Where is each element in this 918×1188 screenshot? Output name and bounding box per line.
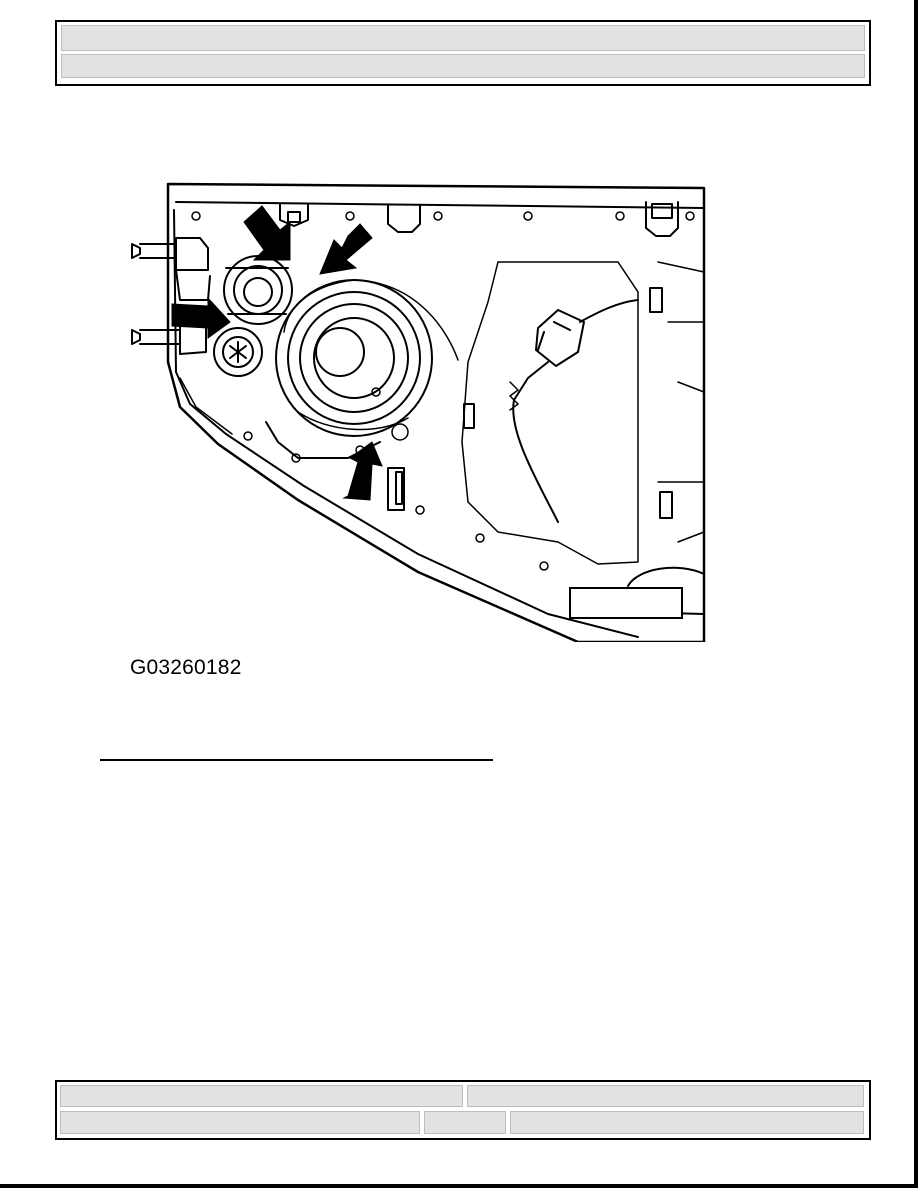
footer-cell-bottom-left: [60, 1111, 420, 1134]
callout-arrow: [342, 441, 383, 501]
figure-id: G03260182: [130, 656, 242, 679]
wiring-harness: [512, 299, 639, 523]
page-footer: [55, 1080, 871, 1140]
wiring-connector: [535, 309, 585, 367]
mount-tab: [645, 201, 679, 237]
callout-arrow: [243, 205, 291, 261]
bulb-socket-lower: [213, 327, 263, 377]
footer-cell-bottom-right: [510, 1111, 864, 1134]
mount-tab: [387, 205, 421, 233]
header-title-bar: [61, 25, 865, 51]
rear-cover-panel: [461, 261, 639, 565]
section-divider: [100, 759, 493, 761]
callout-label-box: [569, 587, 683, 619]
callout-arrow: [319, 223, 373, 275]
header-subtitle-bar: [61, 54, 865, 78]
mounting-stud-upper: [131, 237, 209, 271]
footer-cell-right: [467, 1085, 864, 1107]
headlamp-illustration: [118, 182, 706, 644]
callout-arrow: [171, 296, 231, 339]
footer-cell-left: [60, 1085, 463, 1107]
housing-inner-edge: [173, 201, 705, 638]
footer-cell-bottom-middle: [424, 1111, 506, 1134]
page-header: [55, 20, 871, 86]
mounting-stud-lower: [131, 319, 207, 355]
mount-tab: [279, 203, 309, 227]
housing-outline: [166, 182, 706, 644]
